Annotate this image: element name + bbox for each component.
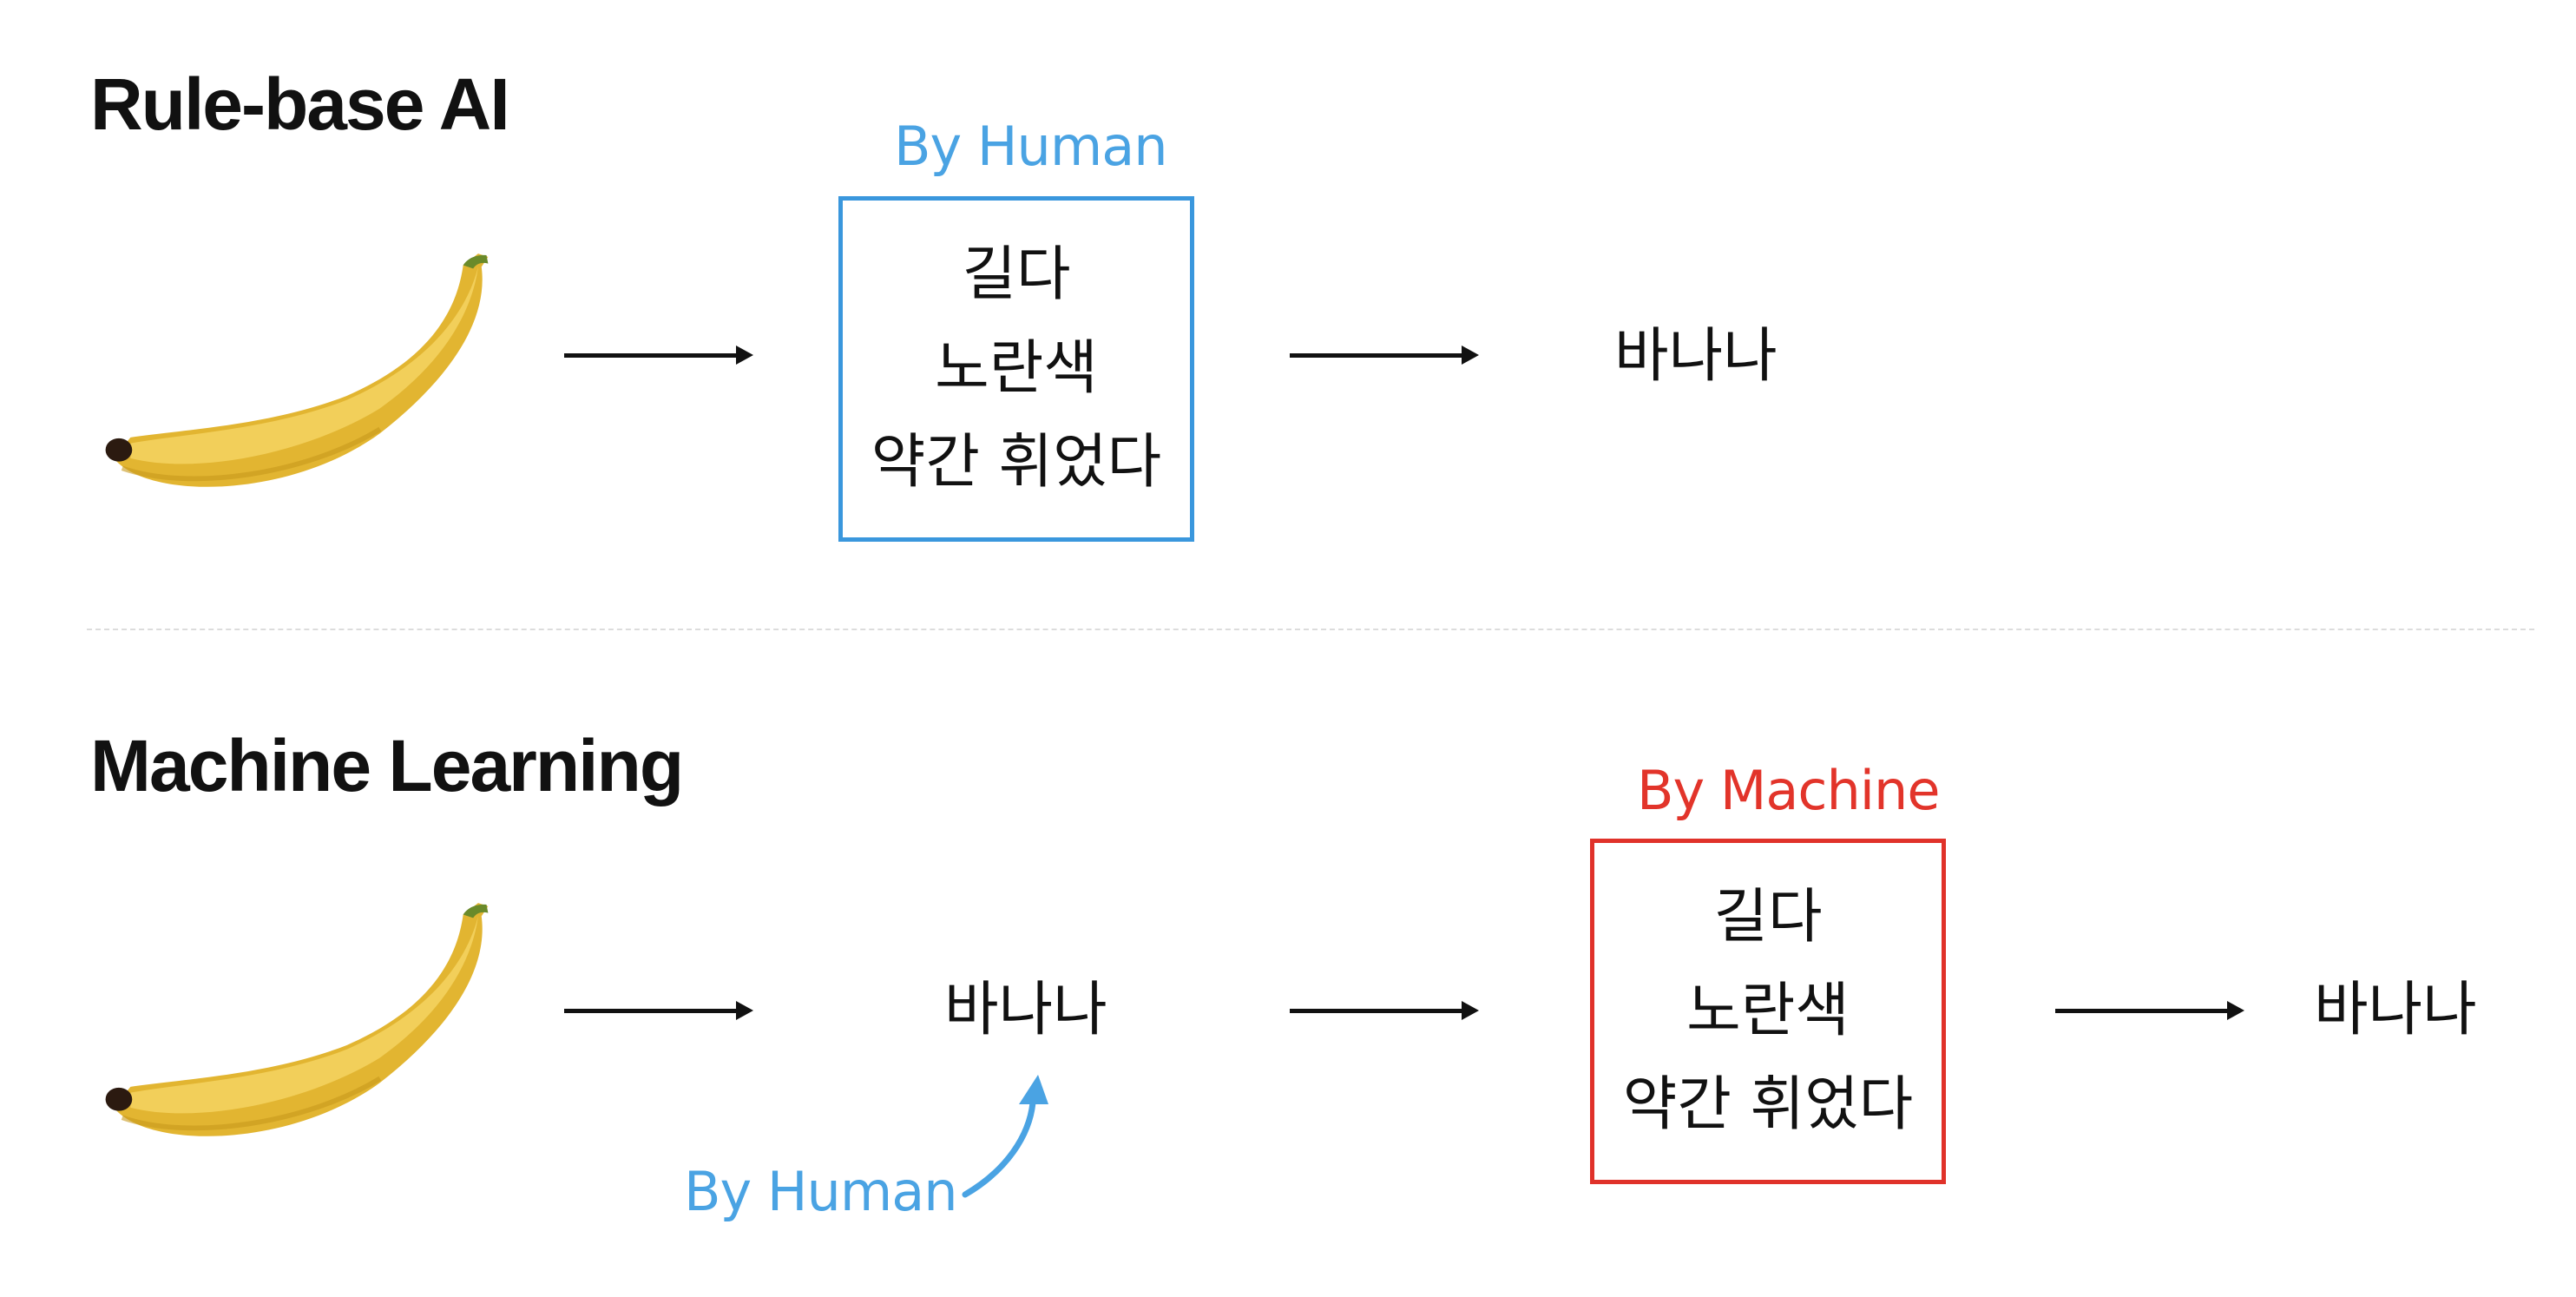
machine-learning-title: Machine Learning: [90, 725, 684, 807]
output-label: 바나나: [1614, 322, 1778, 391]
right-arrow-icon: [1290, 346, 1479, 365]
training-label: 바나나: [944, 976, 1107, 1044]
right-arrow-icon: [2055, 1001, 2244, 1020]
by-human-label: By Human: [894, 115, 1168, 178]
curved-up-arrow-icon: [962, 1075, 1048, 1198]
rule-item: 약간 휘었다: [871, 428, 1162, 497]
rule-item: 길다: [1713, 883, 1823, 951]
rule-based-title: Rule-base AI: [90, 63, 510, 145]
rule-item: 약간 휘었다: [1622, 1070, 1914, 1139]
by-human-label: By Human: [684, 1160, 958, 1223]
rule-item: 길다: [962, 240, 1071, 309]
right-arrow-icon: [564, 1001, 753, 1020]
rule-box-machine: 길다 노란색 약간 휘었다: [1590, 839, 1946, 1184]
by-machine-label: By Machine: [1637, 759, 1940, 822]
right-arrow-icon: [1290, 1001, 1479, 1020]
output-label: 바나나: [2314, 976, 2477, 1044]
section-divider: [87, 629, 2534, 630]
rule-box-human: 길다 노란색 약간 휘었다: [838, 196, 1194, 542]
banana-icon: [97, 894, 496, 1155]
right-arrow-icon: [564, 346, 753, 365]
rule-item: 노란색: [1686, 977, 1850, 1045]
banana-icon: [97, 245, 496, 505]
rule-item: 노란색: [935, 334, 1098, 403]
